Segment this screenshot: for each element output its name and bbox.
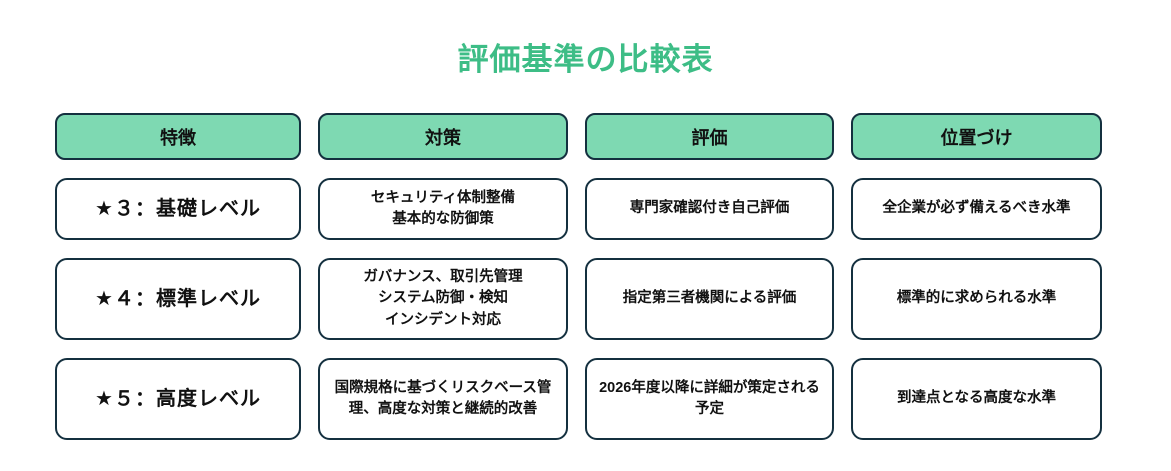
cell-positioning-3: 到達点となる高度な水準 [851, 358, 1102, 440]
cell-positioning-1: 全企業が必ず備えるべき水準 [851, 178, 1102, 240]
cell-level-2: ★４：標準レベル [55, 258, 301, 340]
cell-evaluation-1: 専門家確認付き自己評価 [585, 178, 834, 240]
cell-evaluation-2: 指定第三者機関による評価 [585, 258, 834, 340]
cell-positioning-2: 標準的に求められる水準 [851, 258, 1102, 340]
cell-level-3: ★５：高度レベル [55, 358, 301, 440]
cell-evaluation-3: 2026年度以降に詳細が策定される予定 [585, 358, 834, 440]
table-row: ★３：基礎レベル セキュリティ体制整備 基本的な防御策 専門家確認付き自己評価 … [55, 178, 1102, 240]
comparison-table: 特徴 対策 評価 位置づけ ★３：基礎レベル セキュリティ体制整備 基本的な防御… [55, 113, 1102, 440]
column-header-evaluation: 評価 [585, 113, 834, 160]
cell-level-1: ★３：基礎レベル [55, 178, 301, 240]
column-header-features: 特徴 [55, 113, 301, 160]
cell-measures-1: セキュリティ体制整備 基本的な防御策 [318, 178, 568, 240]
table-row: ★４：標準レベル ガバナンス、取引先管理 システム防御・検知 インシデント対応 … [55, 258, 1102, 340]
cell-measures-3: 国際規格に基づくリスクベース管理、高度な対策と継続的改善 [318, 358, 568, 440]
cell-measures-2: ガバナンス、取引先管理 システム防御・検知 インシデント対応 [318, 258, 568, 340]
table-header-row: 特徴 対策 評価 位置づけ [55, 113, 1102, 160]
column-header-measures: 対策 [318, 113, 568, 160]
table-row: ★５：高度レベル 国際規格に基づくリスクベース管理、高度な対策と継続的改善 20… [55, 358, 1102, 440]
page-title: 評価基準の比較表 [457, 42, 714, 77]
column-header-positioning: 位置づけ [851, 113, 1102, 160]
